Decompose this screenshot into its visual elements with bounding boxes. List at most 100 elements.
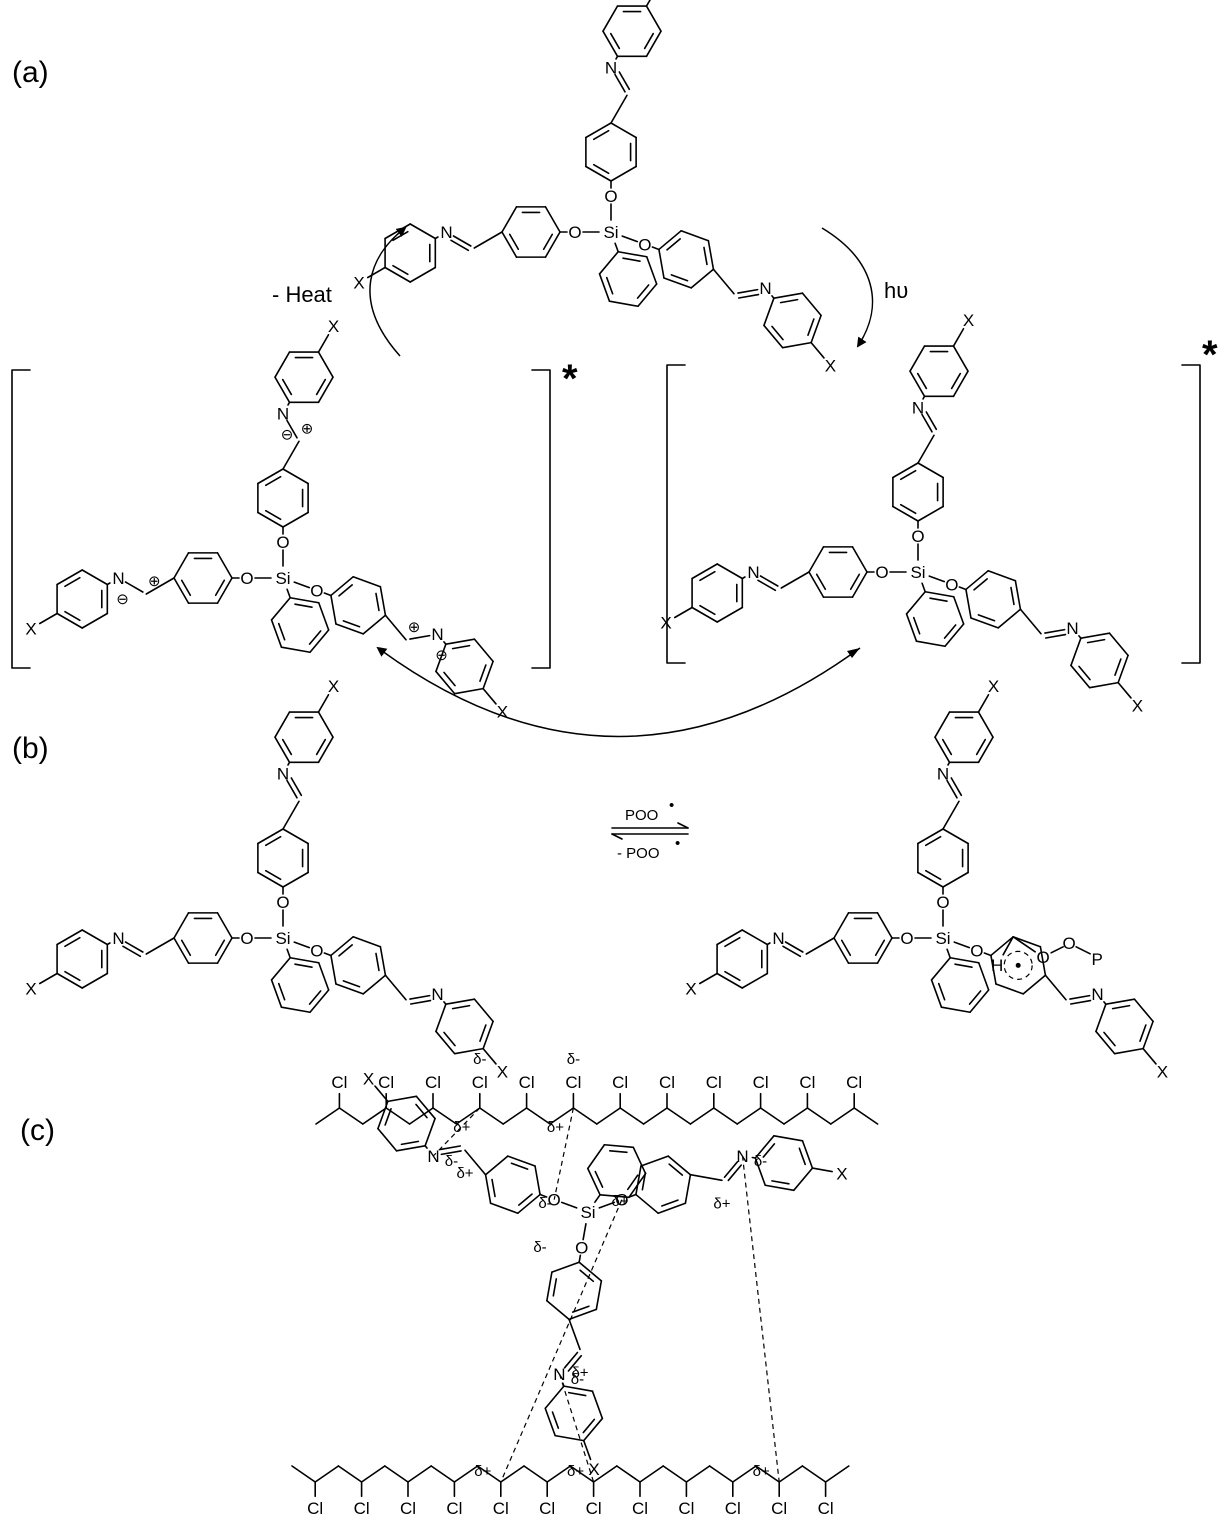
n-aryl-bond	[424, 1145, 428, 1149]
ring-bond	[917, 462, 944, 479]
imine-arm: ONX	[257, 677, 339, 927]
ring-bond	[257, 511, 284, 528]
benzene-ring	[257, 828, 309, 888]
radical-center	[1015, 962, 1021, 968]
ring-bond	[544, 1385, 565, 1410]
chlorine-atom: Cl	[425, 1073, 441, 1092]
hydrogen-atom: H	[991, 956, 1003, 975]
chain-bond	[523, 1465, 549, 1483]
substituent-x: X	[988, 677, 999, 696]
ring-double-bond	[666, 238, 681, 251]
reverse-label: - POO	[617, 845, 660, 862]
ring-bond	[317, 711, 334, 739]
chlorine-atom: Cl	[446, 1499, 462, 1518]
substituent-x: X	[836, 1164, 847, 1183]
ring-double-bond	[264, 869, 282, 881]
ring-double-bond	[582, 1418, 596, 1434]
delta-minus-o2: δ-	[533, 1239, 546, 1256]
oxygen-atom: O	[970, 941, 983, 960]
ring-bond	[330, 594, 337, 625]
ring-bond	[282, 468, 309, 485]
benzene-ring	[173, 912, 233, 964]
ring-bond	[501, 206, 518, 233]
nitrogen-atom: N	[112, 929, 124, 948]
aryl-ch-bond	[712, 268, 735, 295]
n-aryl-bond	[106, 582, 111, 586]
interaction-line	[741, 1155, 780, 1483]
nitrogen-atom: N	[277, 405, 289, 424]
ring-double-bond	[277, 622, 286, 641]
chain-bond	[592, 1465, 618, 1483]
ring-bond	[563, 1385, 594, 1392]
ring-bond	[934, 711, 951, 739]
nitrogen-atom: N	[605, 59, 617, 78]
chain-bond	[806, 1107, 832, 1125]
excited-star-left: *	[562, 357, 578, 401]
chain-bond	[731, 1465, 757, 1483]
si-o-bond	[953, 941, 971, 949]
interaction-line	[553, 1107, 574, 1200]
substituent-x: X	[1157, 1063, 1168, 1082]
ring-bond	[274, 351, 291, 379]
imine-double-bond	[290, 777, 303, 797]
ring-double-bond	[552, 1278, 558, 1297]
ring-double-bond	[491, 1178, 496, 1198]
ring-bond	[635, 1193, 659, 1214]
ring-bond	[415, 1095, 436, 1120]
ring-bond	[930, 979, 943, 1008]
chain-bond	[662, 1465, 688, 1483]
ring-bond	[599, 1193, 630, 1199]
benzene-ring	[754, 1135, 814, 1192]
ring-double-bond	[443, 1031, 456, 1047]
ring-bond	[952, 345, 969, 373]
benzene-ring	[585, 122, 637, 182]
ring-bond	[330, 576, 354, 597]
benzene-ring	[330, 936, 387, 995]
aryl-ch-bond	[780, 571, 810, 589]
benzene-ring	[934, 711, 994, 764]
substituent-x: X	[588, 1460, 599, 1479]
imine-bond	[286, 779, 298, 799]
si-phenyl-bond	[286, 588, 291, 599]
substituent-x: X	[363, 1069, 374, 1088]
ring-double-bond	[622, 257, 641, 262]
chain-bond	[619, 1107, 645, 1125]
chlorine-atom: Cl	[472, 1073, 488, 1092]
benzene-ring	[716, 929, 769, 989]
ring-bond	[270, 619, 283, 648]
chain-bond	[642, 1107, 668, 1125]
silicon-atom: Si	[603, 223, 618, 242]
ring-bond	[582, 1417, 604, 1442]
benzene-ring	[691, 563, 744, 623]
imine-double-bond	[782, 945, 802, 958]
substituent-x: X	[1132, 697, 1143, 716]
ring-bond	[56, 929, 84, 946]
ring-bond	[645, 255, 658, 285]
ring-bond	[909, 345, 926, 373]
ring-bond	[977, 736, 994, 764]
ring-bond	[949, 956, 980, 964]
benzene-ring	[808, 546, 868, 598]
imine-bond	[723, 1161, 739, 1179]
ring-bond	[280, 1006, 311, 1014]
chain-bond	[314, 1465, 340, 1483]
ring-bond	[1014, 579, 1022, 611]
ring-bond	[635, 1165, 642, 1196]
ring-bond	[833, 912, 850, 939]
ring-bond	[1113, 1047, 1144, 1055]
interaction-line	[433, 1107, 481, 1157]
ring-bond	[764, 1184, 795, 1192]
ring-bond	[598, 250, 619, 275]
ring-bond	[352, 936, 382, 948]
ring-double-bond	[451, 1004, 471, 1010]
substituent-x: X	[825, 357, 836, 376]
aryl-x-bond	[1117, 681, 1132, 699]
o-aryl-bond	[539, 1193, 548, 1198]
ring-bond	[942, 871, 969, 888]
aryl-x-bond	[317, 333, 330, 353]
benzene-ring	[377, 1095, 436, 1152]
chain-bond	[455, 1107, 481, 1125]
